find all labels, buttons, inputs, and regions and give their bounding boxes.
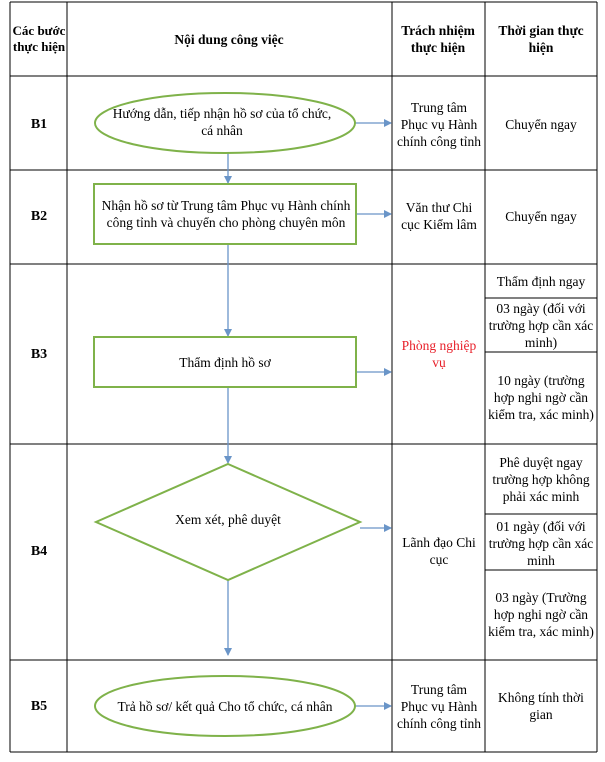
step-label-b2: B2	[30, 208, 48, 224]
node-text-b4: Xem xét, phê duyệt	[175, 511, 281, 527]
time-b3-immediate: Thẩm định ngay	[496, 273, 586, 289]
time-b4-verify: 01 ngày (đối với trường hợp cần xác minh	[488, 518, 594, 568]
responsibility-b2: Văn thư Chi cục Kiểm lâm	[401, 200, 477, 232]
node-b1-ellipse	[94, 92, 356, 154]
responsibility-b3: Phòng nghiệp vụ	[401, 338, 477, 370]
node-b2-rect	[93, 183, 357, 245]
time-b4-inspect: 03 ngày (Trường hợp nghi ngờ cần kiểm tr…	[488, 589, 594, 639]
table-grid	[9, 1, 598, 753]
node-b5-ellipse	[94, 675, 356, 737]
time-b1: Chuyển ngay	[505, 116, 577, 132]
node-text-b5: Trả hồ sơ/ kết quả Cho tổ chức, cá nhân	[117, 698, 333, 714]
time-b5: Không tính thời gian	[498, 690, 584, 722]
node-text-b2: Nhận hồ sơ từ Trung tâm Phục vụ Hành chí…	[101, 198, 351, 230]
time-b3-verify: 03 ngày (đối với trường hợp cần xác minh…	[488, 300, 594, 350]
time-b4-approve-now: Phê duyệt ngay trường hợp không phải xác…	[492, 454, 590, 504]
node-b4-diamond	[93, 462, 363, 582]
responsibility-b1: Trung tâm Phục vụ Hành chính công tỉnh	[397, 99, 481, 149]
step-label-b3: B3	[30, 346, 48, 362]
header-step: Các bước thực hiện	[12, 23, 66, 54]
node-text-b3: Thẩm định hồ sơ	[179, 354, 271, 370]
step-label-b1: B1	[30, 116, 48, 132]
flow-shapes	[93, 92, 363, 737]
node-b3-rect	[93, 336, 357, 388]
header-content: Nội dung công việc	[174, 31, 284, 47]
header-responsibility: Trách nhiệm thực hiện	[401, 23, 475, 55]
step-label-b5: B5	[30, 698, 48, 714]
connector-arrows	[224, 119, 392, 710]
step-label-b4: B4	[30, 543, 48, 559]
time-b2: Chuyển ngay	[505, 208, 577, 224]
responsibility-b5: Trung tâm Phục vụ Hành chính công tỉnh	[397, 681, 481, 731]
node-text-b1: Hướng dẫn, tiếp nhận hồ sơ của tổ chức, …	[112, 106, 332, 138]
header-time: Thời gian thực hiện	[498, 23, 584, 55]
responsibility-b4: Lãnh đạo Chi cục	[402, 535, 476, 567]
time-b3-inspect: 10 ngày (trường hợp nghi ngờ cần kiểm tr…	[488, 372, 594, 422]
